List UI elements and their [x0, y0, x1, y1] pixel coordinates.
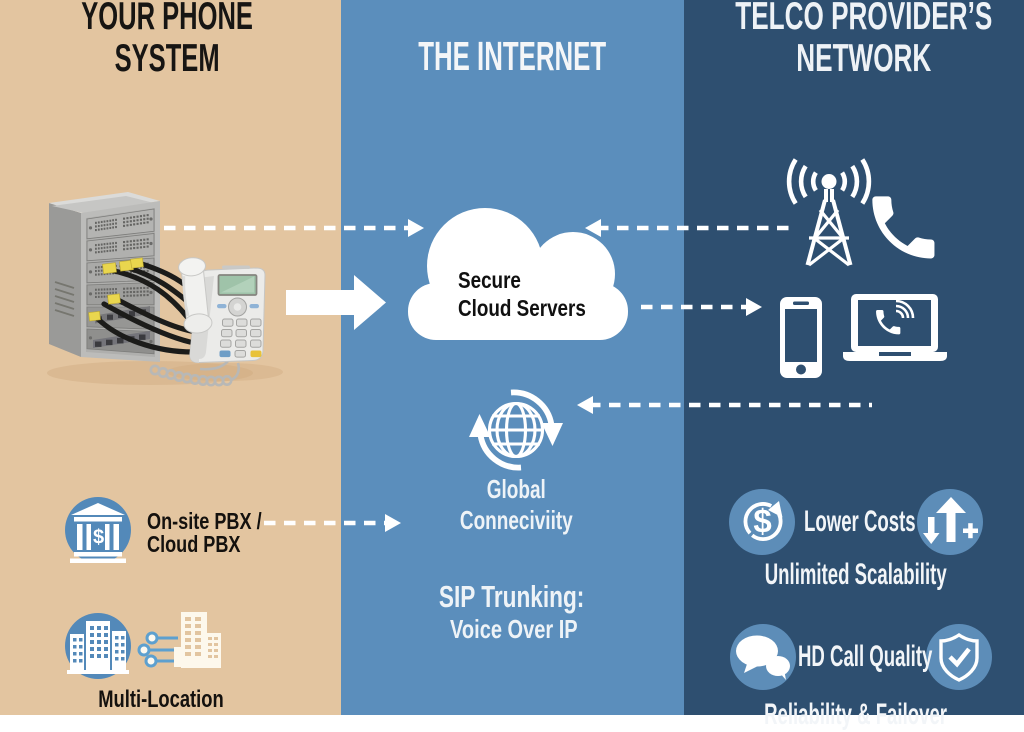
svg-text:$: $: [753, 503, 771, 540]
svg-text:$: $: [93, 527, 104, 549]
